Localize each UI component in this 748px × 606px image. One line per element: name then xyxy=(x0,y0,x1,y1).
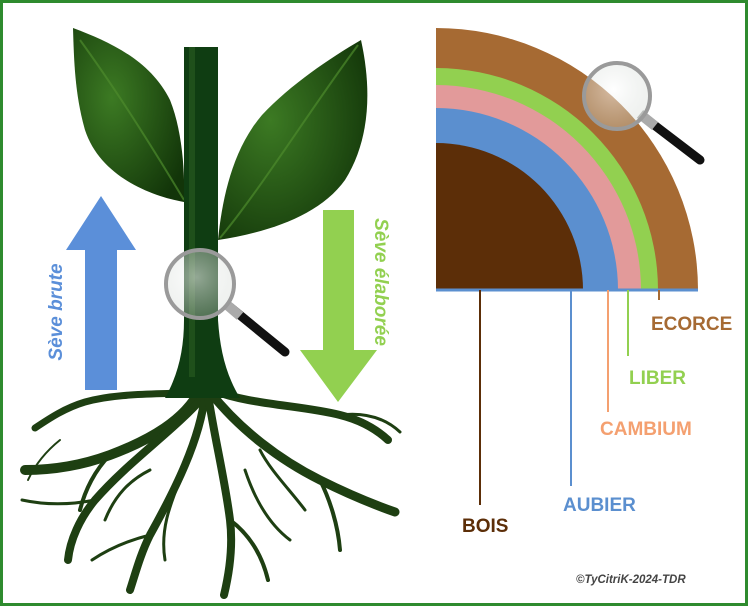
bois-label: BOIS xyxy=(462,516,508,537)
aubier-label: AUBIER xyxy=(563,495,636,516)
seve-elaboree-label: Sève élaborée xyxy=(370,218,391,346)
roots xyxy=(20,385,402,599)
stem xyxy=(165,47,240,398)
seve-brute-label: Sève brute xyxy=(46,263,67,361)
ecorce-label: ECORCE xyxy=(651,314,732,335)
left-leaf xyxy=(73,28,185,202)
seve-brute-arrow xyxy=(66,196,136,390)
bois-core xyxy=(436,143,583,290)
cambium-label: CAMBIUM xyxy=(600,419,692,440)
magnifier-icon xyxy=(164,248,290,357)
copyright-text: ©TyCitriK-2024-TDR xyxy=(576,574,686,586)
magnifier-icon xyxy=(582,61,705,165)
liber-label: LIBER xyxy=(629,368,686,389)
seve-elaboree-arrow xyxy=(300,210,377,402)
